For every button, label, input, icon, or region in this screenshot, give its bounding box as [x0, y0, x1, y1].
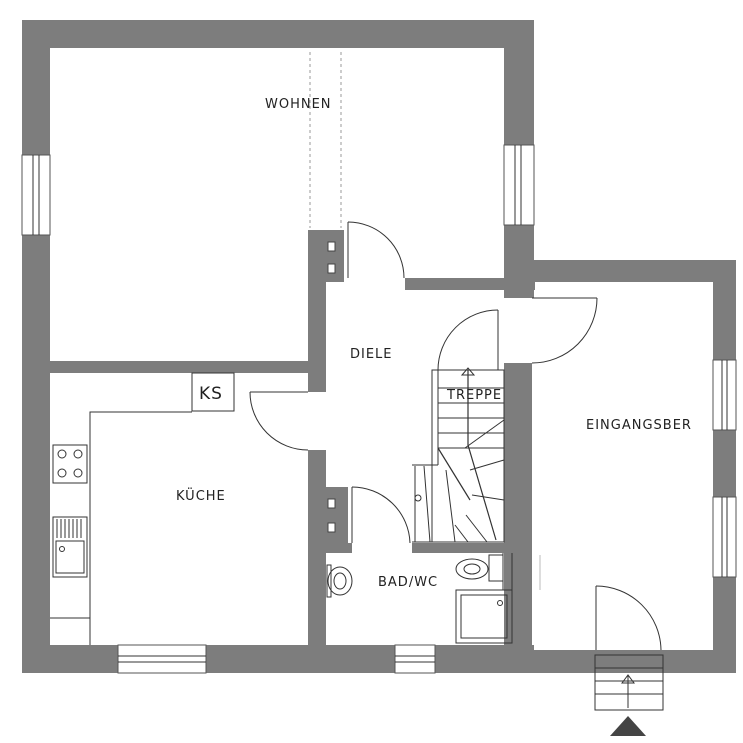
interior-walls [50, 230, 535, 655]
label-diele: DIELE [350, 347, 393, 362]
beam-lines [309, 52, 342, 228]
doors [249, 221, 662, 651]
label-wohnen: WOHNEN [265, 97, 332, 112]
label-kueche: KÜCHE [176, 487, 226, 504]
label-bad: BAD/WC [378, 575, 438, 590]
vent-squares [327, 241, 336, 533]
entrance-arrow-icon [610, 716, 646, 736]
bath-fixtures [326, 553, 541, 644]
label-treppe: TREPPE [446, 388, 502, 403]
room-labels: WOHNEN DIELE TREPPE EINGANGSBER KÜCHE BA… [176, 97, 692, 590]
windows [21, 144, 737, 674]
label-ks: KS [199, 384, 223, 404]
entrance-steps [594, 654, 664, 736]
label-eingang: EINGANGSBER [586, 418, 692, 433]
kitchen-fixtures [50, 372, 235, 645]
outer-walls [22, 20, 736, 673]
staircase [412, 367, 505, 543]
